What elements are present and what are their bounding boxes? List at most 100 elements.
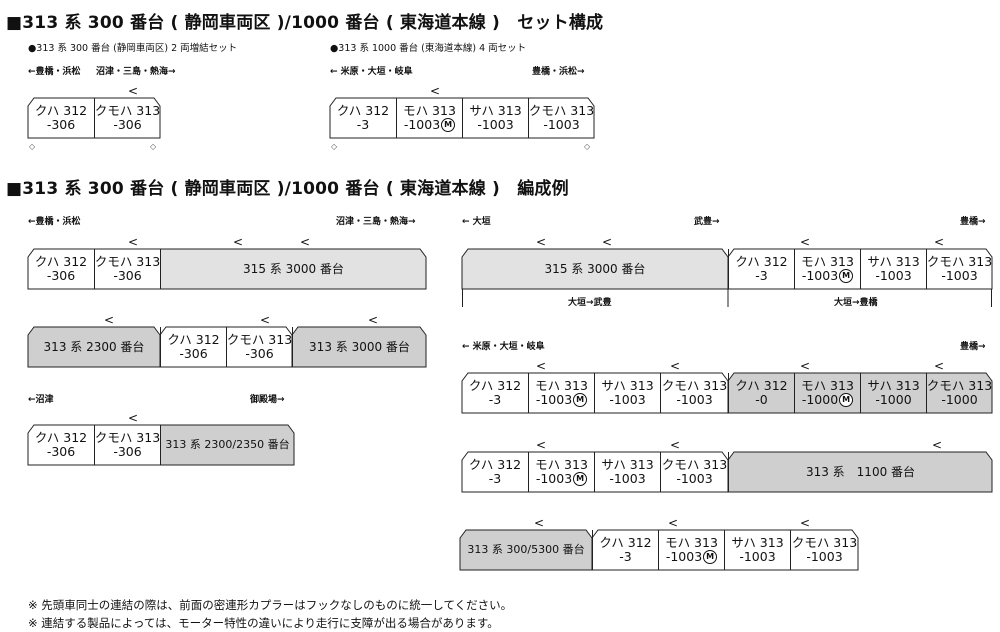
car-kumoha313-306: クモハ 313-306 [226, 327, 292, 367]
set2-direction-right: 豊橋・浜松→ [532, 67, 585, 77]
set-composition-heading: ■313 系 300 番台 ( 静岡車両区 )/1000 番台 ( 東海道本線 … [6, 13, 604, 33]
pantograph-icon: < [670, 359, 681, 373]
series-313-3000-block: 313 系 3000 番台 [292, 327, 426, 367]
motor-car-icon: M [573, 472, 588, 487]
set1-direction-left: ←豊橋・浜松 [28, 67, 81, 77]
car-saha313-1003: サハ 313-1003 [594, 452, 660, 492]
pantograph-icon: < [534, 516, 545, 530]
motor-car-icon: M [839, 393, 854, 408]
car-kuha312-306: クハ 312-306 [34, 254, 88, 283]
pantograph-icon: < [368, 313, 379, 327]
series-315-3000-block: 315 系 3000 番台 [160, 249, 426, 289]
ex4-direction-right: 豊橋→ [960, 217, 986, 227]
note-coupler: ※ 先頭車同士の連結の際は、前面の密連形カプラーはフックなしのものに統一してくだ… [28, 598, 513, 612]
pantograph-icon: < [300, 235, 311, 249]
set2-label: ●313 系 1000 番台 (東海道本線) 4 両セット [330, 43, 527, 54]
motor-car-icon: M [703, 550, 718, 565]
set1-direction-right: 沼津・三島・熱海→ [96, 67, 176, 77]
train-outline-shape [27, 97, 161, 139]
car-kumoha313-306: クモハ 313-306 [94, 98, 160, 138]
car-kumoha313-1003: クモハ 313-1003 [660, 452, 728, 492]
car-saha313-1003: サハ 313-1003 [860, 249, 926, 289]
car-kumoha313-1000: クモハ 313-1000 [926, 373, 992, 413]
ex4-direction-mid: 武豊→ [694, 217, 720, 227]
pantograph-icon: < [536, 359, 547, 373]
car-kuha312-3: クハ 312-3 [336, 103, 390, 132]
car-kumoha313-1003: クモハ 313-1003 [528, 98, 594, 138]
ex3-direction-left: ←沼津 [28, 395, 54, 405]
pantograph-icon: < [670, 438, 681, 452]
series-315-3000-block: 315 系 3000 番台 [544, 262, 646, 276]
series-313-2300-block: 313 系 2300 番台 [43, 340, 145, 354]
car-kuha312-306: クハ 312-306 [34, 103, 88, 132]
set2-direction-left: ← 米原・大垣・岐阜 [330, 67, 413, 77]
example-formation-heading: ■313 系 300 番台 ( 静岡車両区 )/1000 番台 ( 東海道本線 … [6, 179, 569, 199]
ex1-direction-right: 沼津・三島・熱海→ [336, 217, 416, 227]
pantograph-icon: < [104, 313, 115, 327]
train-outline-shape [27, 326, 427, 368]
pantograph-icon: < [934, 359, 945, 373]
pantograph-icon: < [602, 235, 613, 249]
coupler-mark-icon: ◇ [29, 142, 36, 151]
ex5-direction-right: 豊橋→ [960, 342, 986, 352]
ex2-formation: 313 系 2300 番台 クハ 312-306 クモハ 313-306 313… [27, 314, 427, 368]
route-label-ogaki-toyohashi: 大垣→豊橋 [834, 298, 878, 308]
car-kuha312-3: クハ 312-3 [468, 457, 522, 486]
pantograph-icon: < [536, 438, 547, 452]
route-label-ogaki-taketoyo: 大垣→武豊 [568, 298, 612, 308]
coupler-mark-icon: ◇ [584, 142, 591, 151]
car-kumoha313-306: クモハ 313-306 [94, 249, 160, 289]
coupler-mark-icon: ◇ [150, 142, 157, 151]
pantograph-icon: < [800, 359, 811, 373]
ex3-direction-right: 御殿場→ [250, 395, 285, 405]
car-saha313-1003: サハ 313-1003 [462, 98, 528, 138]
pantograph-icon: < [536, 235, 547, 249]
pantograph-icon: < [430, 84, 441, 98]
car-saha313-1003: サハ 313-1003 [724, 530, 790, 570]
pantograph-icon: < [128, 84, 139, 98]
car-kuha312-306: クハ 312-306 [160, 327, 226, 367]
ex4-direction-left: ← 大垣 [462, 217, 491, 227]
motor-car-icon: M [573, 393, 588, 408]
car-kuha312-3: クハ 312-3 [468, 378, 522, 407]
car-kumoha313-1003: クモハ 313-1003 [790, 530, 858, 570]
series-313-2300-2350-block: 313 系 2300/2350 番台 [160, 425, 294, 465]
motor-car-icon: M [441, 118, 456, 133]
car-kuha312-0: クハ 312-0 [728, 373, 794, 413]
coupler-mark-icon: ◇ [331, 142, 338, 151]
car-saha313-1000: サハ 313-1000 [860, 373, 926, 413]
pantograph-icon: < [128, 235, 139, 249]
set1-label: ●313 系 300 番台 (静岡車両区) 2 両増結セット [28, 43, 238, 54]
train-outline-shape [329, 97, 595, 139]
car-kuha312-3: クハ 312-3 [728, 249, 794, 289]
ex1-formation: クハ 312-306 クモハ 313-306 315 系 3000 番台 < <… [27, 236, 427, 290]
train-outline-shape [27, 424, 295, 466]
pantograph-icon: < [800, 235, 811, 249]
ex5-direction-left: ← 米原・大垣・岐阜 [462, 342, 545, 352]
pantograph-icon: < [800, 516, 811, 530]
car-kuha312-306: クハ 312-306 [34, 430, 88, 459]
pantograph-icon: < [932, 438, 943, 452]
pantograph-icon: < [233, 235, 244, 249]
pantograph-icon: < [260, 313, 271, 327]
pantograph-icon: < [668, 516, 679, 530]
route-bracket [462, 289, 992, 307]
set1-formation: クハ 312-306 クモハ 313-306 < [27, 85, 161, 139]
pantograph-icon: < [934, 235, 945, 249]
motor-car-icon: M [839, 269, 854, 284]
series-313-300-5300-block: 313 系 300/5300 番台 [467, 543, 585, 556]
series-313-1100-block: 313 系 1100 番台 [728, 452, 992, 492]
car-kumoha313-1003: クモハ 313-1003 [926, 249, 992, 289]
ex1-direction-left: ←豊橋・浜松 [28, 217, 81, 227]
train-outline-shape [27, 248, 427, 290]
